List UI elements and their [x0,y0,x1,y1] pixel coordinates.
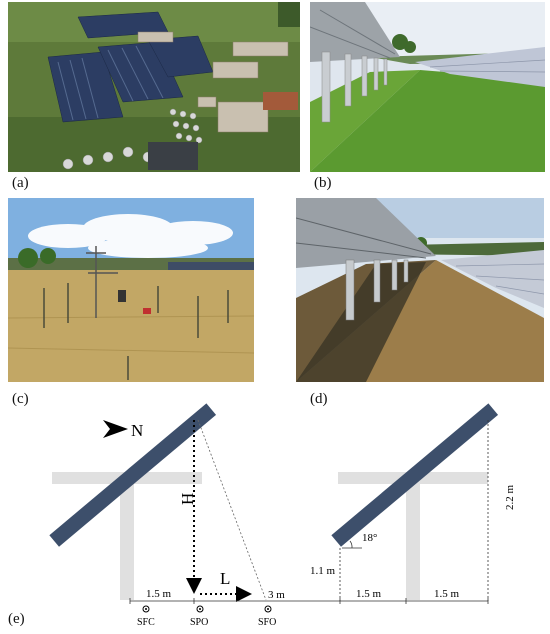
photo-array-row [296,198,544,382]
left-support-frame [52,472,202,600]
dim-1-1m: 1.1 m [310,565,336,577]
sensor-sfo-label: SFO [258,617,276,628]
dim-1-5m-mid: 1.5 m [356,588,382,600]
sensor-sfc: SFC [137,605,155,628]
label-panel-c: (c) [12,391,29,407]
label-panel-a: (a) [12,175,29,191]
dim-1-5m-right: 1.5 m [434,588,460,600]
label-panel-d: (d) [310,391,328,407]
right-solar-panel [331,403,499,547]
dim-1-5m-left: 1.5 m [146,588,172,600]
right-support-frame [338,472,488,600]
sensor-spo: SPO [190,605,208,628]
sensor-spo-label: SPO [190,617,208,628]
height-label: H [178,493,197,505]
photo-under-array [310,2,545,172]
label-panel-b: (b) [314,175,332,191]
schematic-diagram: N H L 1.5 m 3 m 1.5 m 1.5 m 1.1 m 18° 2.… [49,403,516,628]
photo-weather-station [8,198,254,382]
north-label: N [131,421,143,440]
dim-2-2m: 2.2 m [504,485,516,511]
label-panel-e: (e) [8,611,25,627]
sensor-sfo: SFO [258,605,276,628]
dim-3m: 3 m [268,589,285,601]
left-solar-panel [49,403,217,547]
length-label: L [220,569,230,588]
photo-aerial-view [8,2,300,172]
sensor-sfc-label: SFC [137,617,155,628]
angle-label: 18° [362,532,377,544]
north-arrow-icon [103,420,128,438]
